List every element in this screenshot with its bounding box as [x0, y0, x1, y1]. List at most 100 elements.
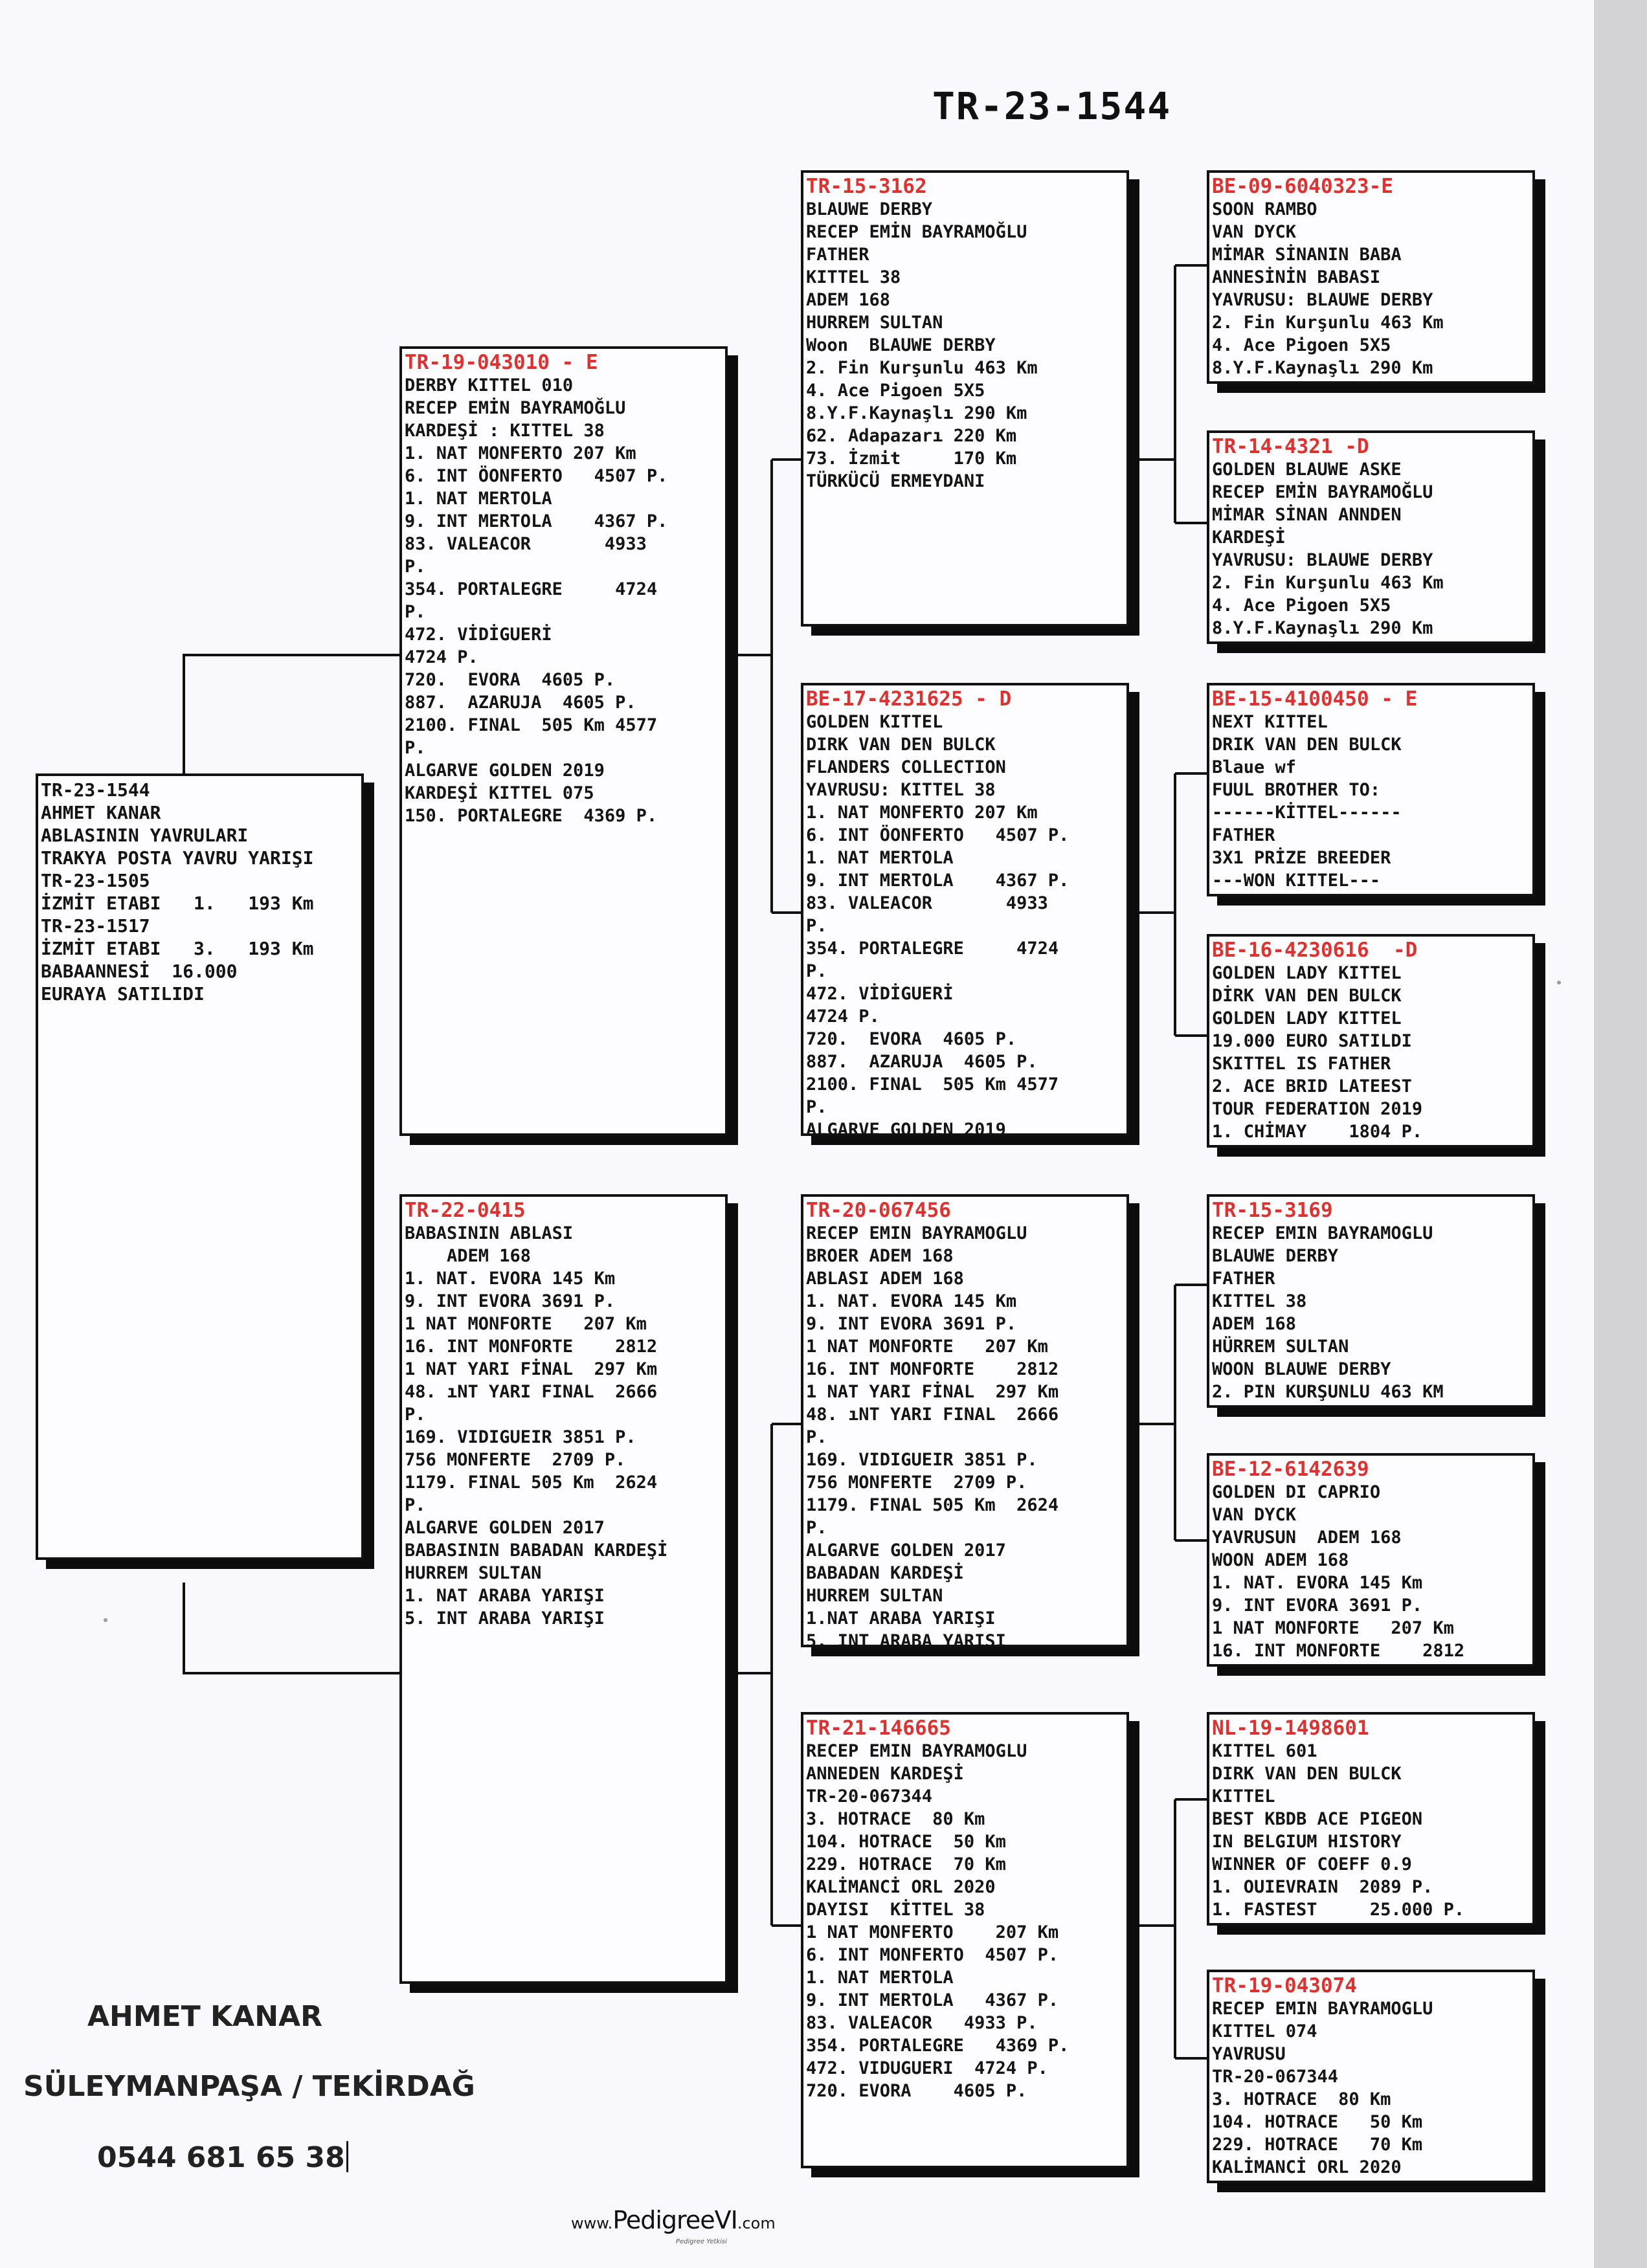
pedigree-line: KITTEL 38 — [1212, 1291, 1307, 1311]
pedigree-line: 720. EVORA 4605 P. — [405, 670, 616, 690]
pedigree-line: 720. EVORA 4605 P. — [806, 2081, 1027, 2101]
pedigree-line: FLANDERS COLLECTION — [806, 757, 1006, 777]
pedigree-line: 1 NAT MONFORTE 207 Km — [405, 1314, 647, 1334]
pedigree-line: 19.000 EURO SATILDI — [1212, 1031, 1412, 1051]
sire-sire-ring-number: TR-15-3162 — [806, 175, 927, 198]
logo-brand: PedigreeVI — [612, 2206, 737, 2234]
pedigree-line: 720. EVORA 4605 P. — [806, 1029, 1017, 1049]
pedigree-line: 472. VİDİGUERİ — [405, 625, 552, 645]
breeder-location: SÜLEYMANPAŞA / TEKİRDAĞ — [23, 2070, 475, 2103]
pedigree-line: 73. İzmit 170 Km — [806, 449, 1017, 469]
pedigree-line: 1. CHİMAY 1804 P. — [1212, 1122, 1423, 1142]
pedigree-line: RECEP EMIN BAYRAMOGLU — [806, 1741, 1027, 1761]
pedigree-line: 1 NAT MONFERTO 207 Km — [806, 1922, 1059, 1942]
pedigree-line: FATHER — [806, 245, 869, 265]
pedigree-line: 1. NAT. EVORA 145 Km — [1212, 1573, 1423, 1593]
pedigree-line: BLAUWE DERBY — [806, 199, 933, 219]
dam-dam-sire-ring-number: NL-19-1498601 — [1212, 1717, 1369, 1740]
pedigree-line: RECEP EMIN BAYRAMOGLU — [1212, 1999, 1433, 2019]
pedigreevi-logo: www.PedigreeVI.com Pedigree Yetkisi — [571, 2206, 776, 2245]
paper-speck — [104, 1618, 107, 1622]
pedigree-line: KITTEL — [1212, 1786, 1275, 1807]
pedigree-line: 887. AZARUJA 4605 P. — [806, 1052, 1038, 1072]
pedigree-line: 6. INT MONFERTO 4507 P. — [806, 1945, 1059, 1965]
pedigree-line: KARDEŞİ : KITTEL 38 — [405, 421, 605, 441]
pedigree-line: KARDEŞİ — [1212, 528, 1286, 548]
pedigree-line: ALGARVE GOLDEN 2017 — [405, 1518, 605, 1538]
pedigree-line: KITTEL 38 — [806, 267, 901, 287]
pedigree-line: 1. NAT MERTOLA — [806, 1968, 954, 1988]
pedigree-line: 83. VALEACOR 4933 — [405, 534, 647, 554]
pedigree-line: 1.NAT ARABA YARIŞI — [806, 1608, 996, 1629]
pedigree-line: DIRK VAN DEN BULCK — [806, 735, 996, 755]
pedigree-line: 756 MONFERTE 2709 P. — [806, 1473, 1027, 1493]
pedigree-line: 62. Adapazarı 220 Km — [806, 426, 1017, 446]
pedigree-line: 472. VİDİGUERİ — [806, 984, 954, 1004]
pedigree-line: EURAYA SATILIDI — [41, 983, 205, 1005]
pedigree-line: 9. INT EVORA 3691 P. — [1212, 1595, 1423, 1616]
pedigree-line: RECEP EMIN BAYRAMOGLU — [806, 1223, 1027, 1243]
paper-speck — [1557, 981, 1561, 984]
pedigree-line: 1. NAT MERTOLA — [806, 848, 954, 868]
pedigree-line: 8.Y.F.Kaynaşlı 290 Km — [1212, 618, 1433, 638]
pedigree-line: GOLDEN LADY KITTEL — [1212, 963, 1402, 983]
pedigree-line: WOON ADEM 168 — [1212, 1550, 1349, 1570]
pedigree-line: P. — [806, 1427, 827, 1447]
dam-sire-sire-ring-number: TR-15-3169 — [1212, 1199, 1333, 1222]
logo-suffix: .com — [737, 2214, 776, 2232]
pedigree-line: HURREM SULTAN — [806, 1586, 943, 1606]
pedigree-line: 1 NAT YARI FİNAL 297 Km — [405, 1359, 658, 1379]
pedigree-title: TR-23-1544 — [932, 84, 1172, 128]
pedigree-line: MİMAR SİNAN ANNDEN — [1212, 505, 1402, 525]
pedigree-line: 4724 P. — [405, 647, 478, 667]
pedigree-line: P. — [405, 1495, 426, 1515]
pedigree-line: FUUL BROTHER TO: — [1212, 780, 1381, 800]
pedigree-line: 83. VALEACOR 4933 P. — [806, 2013, 1038, 2033]
pedigree-line: 6. INT ÖONFERTO 4507 P. — [405, 466, 668, 486]
pedigree-line: 2. Fin Kurşunlu 463 Km — [1212, 573, 1444, 593]
pedigree-line: SOON RAMBO — [1212, 199, 1317, 219]
pedigree-line: 1. NAT MONFERTO 207 Km — [806, 803, 1038, 823]
pedigree-line: 354. PORTALEGRE 4369 P. — [806, 2036, 1070, 2056]
pedigree-line: 169. VIDIGUEIR 3851 P. — [405, 1427, 636, 1447]
dam-sire-ring-number: TR-20-067456 — [806, 1199, 951, 1222]
breeder-phone: 0544 681 65 38 — [97, 2141, 345, 2174]
pedigree-line: YAVRUSU: BLAUWE DERBY — [1212, 550, 1433, 570]
pedigree-line: HURREM SULTAN — [806, 313, 943, 333]
pedigree-line: IN BELGIUM HISTORY — [1212, 1832, 1402, 1852]
pedigree-line: 2100. FINAL 505 Km 4577 — [405, 715, 658, 735]
pedigree-line: 9. INT EVORA 3691 P. — [806, 1314, 1017, 1334]
pedigree-line: GOLDEN KITTEL — [806, 712, 943, 732]
pedigree-line: ALGARVE GOLDEN 2017 — [806, 1540, 1006, 1561]
pedigree-line: ANNESİNİN BABASI — [1212, 267, 1381, 287]
pedigree-line: 1. NAT MERTOLA — [405, 489, 552, 509]
pedigree-line: 1 NAT MONFORTE 207 Km — [806, 1337, 1048, 1357]
pedigree-line: HÜRREM SULTAN — [1212, 1337, 1349, 1357]
pedigree-line: SKITTEL IS FATHER — [1212, 1054, 1391, 1074]
pedigree-line: RECEP EMİN BAYRAMOĞLU — [1212, 482, 1433, 502]
pedigree-line: 6. INT ÖONFERTO 4507 P. — [806, 825, 1070, 845]
pedigree-line: 104. HOTRACE 50 Km — [1212, 2112, 1423, 2132]
pedigree-line: KALİMANCİ ORL 2020 — [806, 1877, 996, 1897]
pedigree-line: 229. HOTRACE 70 Km — [1212, 2135, 1423, 2155]
pedigree-line: 4. Ace Pigoen 5X5 — [1212, 595, 1391, 616]
pedigree-line: WOON BLAUWE DERBY — [1212, 1359, 1391, 1379]
pedigree-line: 83. VALEACOR 4933 — [806, 893, 1048, 913]
pedigree-line: RECEP EMİN BAYRAMOĞLU — [405, 398, 626, 418]
subject-ring-number: TR-23-1544 — [41, 779, 150, 801]
pedigree-line: 16. INT MONFORTE 2812 — [1212, 1641, 1465, 1661]
pedigree-line: TÜRKÜCÜ ERMEYDANI — [806, 471, 985, 491]
pedigree-line: P. — [405, 738, 426, 758]
